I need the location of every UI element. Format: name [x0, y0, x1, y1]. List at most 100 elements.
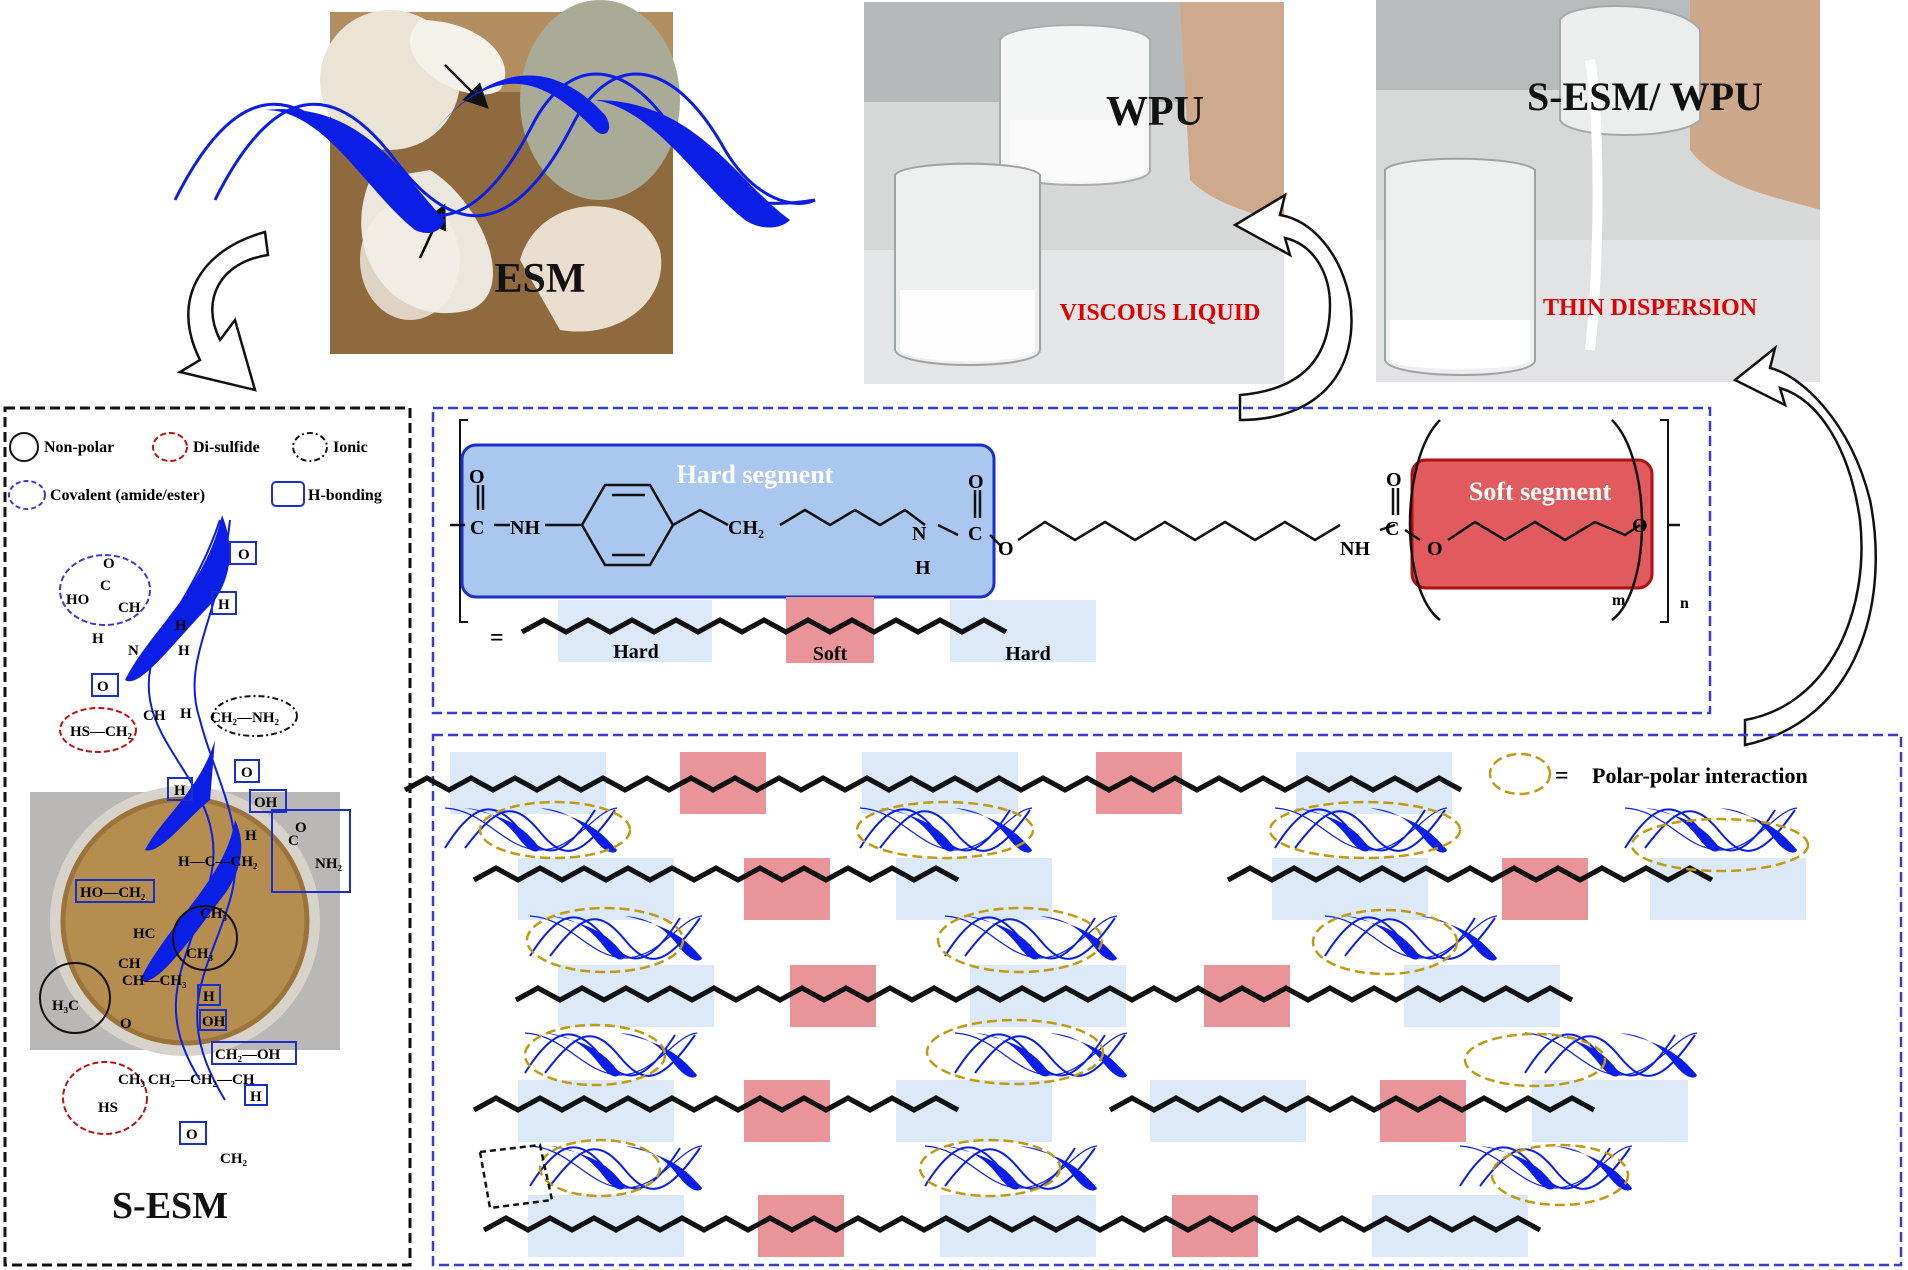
ionic-icon: [292, 432, 328, 462]
structure-equals: =: [490, 625, 504, 651]
esm-photo: [320, 0, 680, 354]
svg-text:H: H: [174, 783, 186, 799]
sesm-wpu-label: S-ESM/ WPU: [1527, 74, 1763, 119]
svg-text:O: O: [103, 556, 115, 572]
svg-text:HO—CH₂: HO—CH₂: [80, 885, 146, 901]
sesm-panel: [3, 406, 412, 1267]
svg-text:H₃C: H₃C: [52, 998, 79, 1014]
svg-text:H: H: [250, 1089, 262, 1105]
legend-ionic: Ionic: [333, 439, 368, 456]
svg-text:OH: OH: [254, 795, 278, 811]
esm-helix-icon: [173, 72, 816, 233]
svg-text:CH₃: CH₃: [118, 1072, 146, 1088]
sesm-wpu-photo: [1376, 0, 1820, 382]
structure-panel: [431, 406, 1712, 715]
svg-text:O: O: [968, 471, 984, 493]
chain-label-soft: Soft: [813, 643, 848, 665]
svg-text:C: C: [288, 833, 299, 849]
svg-text:CH₂—OH: CH₂—OH: [215, 1047, 281, 1063]
non-polar-icon: [9, 432, 39, 462]
svg-text:m: m: [1612, 592, 1626, 609]
legend-non-polar: Non-polar: [44, 439, 114, 456]
svg-text:CH₂—CH₂—CH: CH₂—CH₂—CH: [148, 1072, 255, 1088]
svg-text:CH: CH: [118, 956, 141, 972]
svg-text:C: C: [968, 523, 982, 545]
polar-interaction-icon: [1488, 752, 1552, 796]
svg-text:H: H: [180, 706, 192, 722]
svg-text:H—C—CH₂: H—C—CH₂: [178, 854, 258, 870]
curved-arrow-interaction-to-sesm-wpu: [1732, 344, 1877, 747]
interaction-label: Polar-polar interaction: [1592, 763, 1808, 788]
svg-text:OH: OH: [202, 1014, 226, 1030]
covalent-icon: [8, 480, 46, 510]
svg-text:H: H: [218, 597, 230, 613]
wpu-photo: [864, 2, 1284, 384]
svg-text:CH₃: CH₃: [200, 906, 228, 922]
svg-text:n: n: [1680, 595, 1689, 612]
svg-text:O: O: [97, 679, 109, 695]
svg-text:O: O: [1632, 515, 1648, 537]
svg-text:H: H: [203, 989, 215, 1005]
right-bracket: [1660, 419, 1669, 623]
svg-text:HO: HO: [66, 592, 89, 608]
hard-segment-label: Hard segment: [677, 460, 834, 489]
svg-text:CH—CH₃: CH—CH₃: [122, 973, 187, 989]
wpu-caption: VISCOUS LIQUID: [1060, 300, 1261, 326]
svg-text:H: H: [175, 618, 187, 634]
legend-h-bonding: H-bonding: [308, 487, 382, 504]
sesm-wpu-caption: THIN DISPERSION: [1543, 295, 1758, 321]
svg-text:HC: HC: [133, 926, 156, 942]
esm-label: ESM: [494, 256, 585, 302]
svg-text:O: O: [295, 820, 307, 836]
svg-text:NH₂: NH₂: [315, 856, 343, 872]
interaction-panel: [431, 733, 1903, 1267]
disulfide-icon: [152, 432, 188, 462]
svg-text:H: H: [245, 828, 257, 844]
svg-text:O: O: [1427, 538, 1443, 560]
svg-text:C: C: [100, 578, 111, 594]
wpu-label: WPU: [1106, 89, 1204, 135]
chain-label-hard-1: Hard: [613, 641, 659, 663]
left-bracket: [459, 419, 468, 623]
interaction-helices: [444, 800, 1810, 1210]
chain-label-hard-2: Hard: [1005, 643, 1051, 665]
svg-text:HS—CH₂: HS—CH₂: [70, 724, 133, 740]
svg-text:NH: NH: [1340, 538, 1370, 560]
chain-hard-2: [950, 600, 1096, 662]
sesm-chem-groups: O HO C CH O H H N H H O CH H CH₂—NH₂ HS—…: [39, 541, 351, 1167]
svg-text:NH: NH: [510, 517, 540, 539]
svg-text:O: O: [998, 538, 1014, 560]
svg-text:N: N: [912, 523, 927, 545]
svg-text:O: O: [186, 1127, 198, 1143]
svg-text:N: N: [128, 643, 139, 659]
soft-segment-label: Soft segment: [1469, 477, 1612, 506]
svg-text:CH₂: CH₂: [728, 517, 764, 539]
interaction-equals: =: [1555, 763, 1569, 789]
svg-text:O: O: [120, 1016, 132, 1032]
hard-segment-box: [460, 443, 996, 599]
polymer-structure: [450, 419, 1680, 621]
svg-text:H: H: [915, 557, 931, 579]
svg-text:O: O: [1386, 469, 1402, 491]
svg-text:CH₃: CH₃: [186, 946, 214, 962]
svg-text:HS: HS: [98, 1100, 118, 1116]
sesm-title: S-ESM: [112, 1185, 228, 1227]
legend-covalent: Covalent (amide/ester): [50, 487, 205, 504]
curved-arrow-structure-to-wpu: [1232, 192, 1353, 422]
svg-text:C: C: [470, 517, 484, 539]
svg-text:H: H: [92, 631, 104, 647]
svg-text:CH₂: CH₂: [220, 1151, 248, 1167]
svg-text:H: H: [178, 643, 190, 659]
svg-text:CH: CH: [143, 708, 166, 724]
svg-text:O: O: [469, 466, 485, 488]
h-bonding-icon: [271, 481, 305, 507]
legend-disulfide: Di-sulfide: [193, 439, 260, 456]
interaction-chains: [405, 752, 1806, 1257]
svg-text:O: O: [238, 547, 250, 563]
svg-text:O: O: [241, 765, 253, 781]
svg-text:CH₂—NH₂: CH₂—NH₂: [210, 710, 279, 726]
curved-arrow-esm-to-sesm: [176, 230, 270, 392]
structure-atoms: O C NH CH₂ N H C O O NH C O O O m n: [469, 466, 1689, 612]
chain-hard-1: [558, 600, 712, 662]
